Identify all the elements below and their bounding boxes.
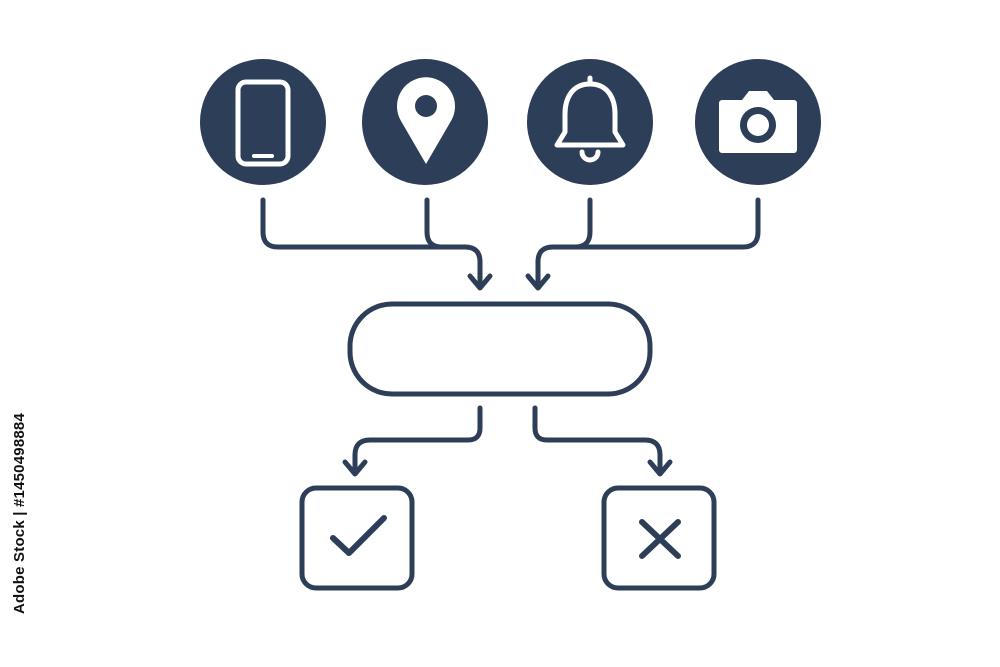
approve-box (299, 485, 415, 591)
connector-phone (260, 197, 483, 285)
bell-icon (554, 75, 626, 163)
camera-icon (719, 91, 797, 153)
cross-icon (639, 519, 681, 559)
location-pin-icon (397, 77, 456, 164)
connector-camera (535, 197, 761, 285)
arrowhead-right-input (525, 273, 551, 291)
input-camera (695, 59, 821, 185)
input-notification (527, 59, 653, 185)
checkmark-icon (330, 515, 387, 556)
arrowhead-approve (342, 459, 368, 477)
input-phone (200, 59, 326, 185)
input-location (362, 59, 488, 185)
smartphone-icon (235, 79, 291, 167)
side-watermark-text-container: Adobe Stock | #1450498884 (4, 413, 34, 614)
connector-bell (551, 197, 593, 250)
reject-box (601, 485, 717, 591)
connector-approve (352, 405, 483, 473)
side-watermark-text: Adobe Stock | #1450498884 (10, 412, 28, 614)
connector-location (424, 197, 465, 250)
arrowhead-left-input (467, 273, 493, 291)
arrowhead-reject (647, 459, 673, 477)
connector-reject (532, 405, 663, 473)
process-box (347, 301, 653, 397)
